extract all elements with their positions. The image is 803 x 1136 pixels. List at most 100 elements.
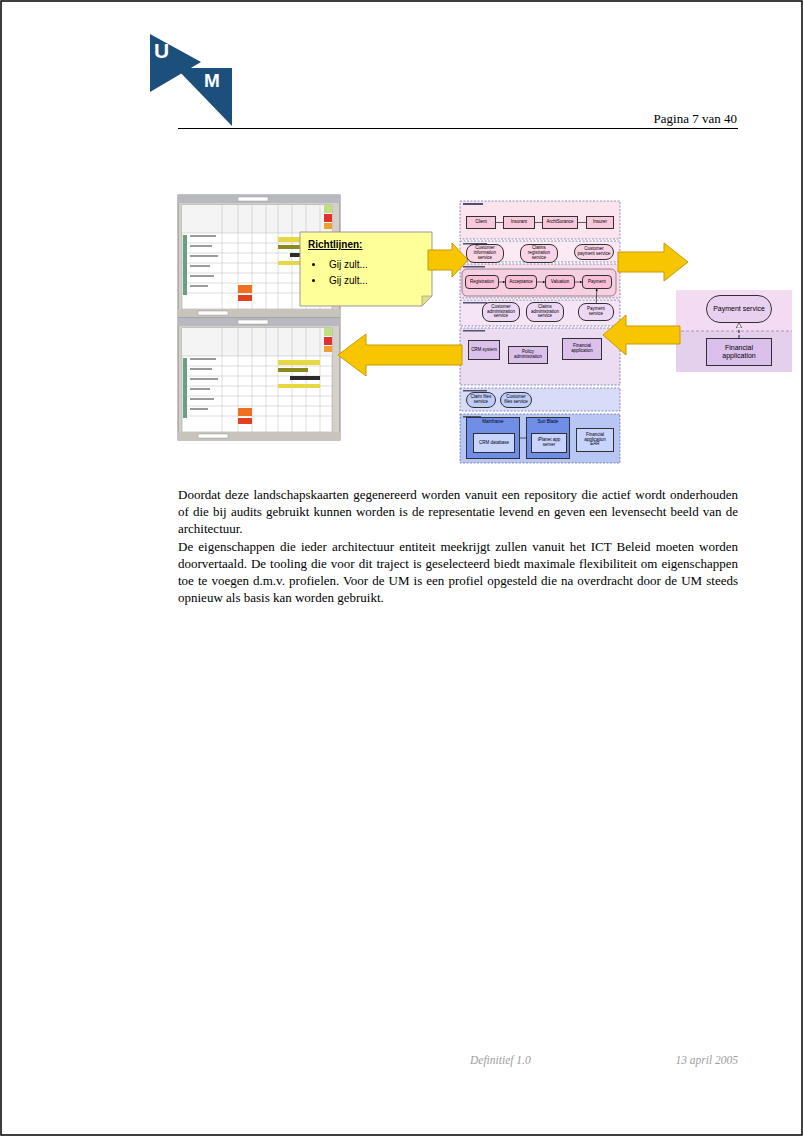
node-label: Customer files service	[503, 395, 529, 405]
block-arrows	[338, 243, 688, 376]
rounded-box: Customer information service	[466, 244, 504, 263]
bullet-text: Gij zult...	[329, 274, 368, 287]
node-label: Claims registration service	[523, 246, 555, 261]
shape	[428, 243, 468, 277]
element-box: Policy administration	[508, 346, 548, 364]
layers	[460, 201, 620, 463]
node-label: Financial application EAR	[579, 433, 611, 448]
process-frame	[462, 269, 616, 296]
shape	[618, 243, 688, 281]
shape	[463, 266, 485, 268]
node-label: Valuation	[551, 280, 569, 285]
label: U	[154, 38, 176, 63]
element-box: CRM database	[473, 433, 515, 453]
rounded-box: Claim files service	[466, 392, 496, 408]
rounded-box: Claims administration service	[526, 302, 564, 322]
node-label: Insurant	[511, 220, 527, 225]
note: Richtlijnen: Gij zult... Gij zult...	[300, 232, 422, 302]
note-paper	[300, 232, 432, 306]
note-heading: Richtlijnen:	[308, 238, 362, 251]
shape	[460, 201, 620, 239]
rounded-box: Valuation	[545, 275, 575, 289]
node-label: Payment service	[581, 307, 611, 317]
node-label: Customer administration service	[485, 305, 517, 320]
node-label: Registration	[470, 280, 494, 285]
element-box: Insurer	[586, 216, 614, 229]
element-box: iPlanet app server	[531, 433, 567, 453]
rounded-box: Customer administration service	[482, 302, 520, 322]
node-label: Payment service	[713, 305, 765, 313]
shape	[338, 334, 462, 376]
node-label: Mainframe	[482, 420, 503, 425]
rounded-box: Customer payment service	[574, 244, 614, 260]
shape	[463, 302, 487, 304]
screenshot	[178, 318, 340, 440]
connector	[575, 282, 582, 283]
header-rule	[178, 128, 738, 129]
node-label: Claim files service	[469, 395, 493, 405]
rounded-box: Payment	[582, 275, 612, 289]
panel-divider	[676, 331, 792, 332]
bullet-row: Gij zult...	[308, 274, 368, 287]
element-box: Insurant	[503, 216, 535, 229]
node-label: Financial application	[709, 344, 769, 359]
element-box: Financial application EAR	[576, 428, 614, 452]
shape	[460, 328, 620, 385]
label: Definitief 1.0	[470, 1054, 590, 1068]
element-box: ArchiSurance	[542, 216, 578, 229]
bullet	[312, 263, 315, 266]
shape	[460, 300, 620, 326]
body-paragraph: De eigenschappen die ieder architectuur …	[178, 538, 738, 606]
node-label: Client	[475, 220, 487, 225]
rounded-box: Payment service	[706, 295, 772, 323]
node-label: Policy administration	[511, 350, 545, 360]
rounded-box: Registration	[465, 275, 499, 289]
bullet-row: Gij zult...	[308, 258, 368, 271]
connector	[596, 289, 597, 303]
node-label: Claims administration service	[529, 305, 561, 320]
node-label: Acceptance	[509, 280, 533, 285]
shape	[463, 330, 485, 332]
connector	[537, 282, 545, 283]
node-label: ArchiSurance	[546, 220, 573, 225]
node-label: iPlanet app server	[534, 438, 564, 448]
node-label: CRM database	[479, 441, 509, 446]
connector	[739, 323, 740, 338]
node-label: CRM system	[471, 348, 497, 353]
note-fold	[422, 296, 432, 306]
connector	[496, 222, 503, 223]
node-label: Customer payment service	[577, 247, 611, 257]
shape	[603, 315, 680, 355]
shape	[460, 388, 620, 411]
label: Pagina 7 van 40	[537, 111, 737, 127]
logo-shape	[176, 68, 232, 126]
node-label: Insurer	[593, 220, 607, 225]
bullet	[312, 279, 315, 282]
rounded-box: Customer files service	[500, 392, 532, 408]
shape	[460, 414, 620, 463]
node-label: Payment	[588, 280, 606, 285]
element-box: MainframeCRM database	[466, 417, 520, 459]
rounded-box: Claims registration service	[520, 244, 558, 263]
shape	[463, 203, 483, 205]
connector	[535, 222, 542, 223]
node-label: Sun Blade	[538, 420, 559, 425]
body-paragraph: Doordat deze landschapskaarten gegeneree…	[178, 486, 738, 537]
node-label: Customer information service	[469, 246, 501, 261]
element-box: Financial application	[706, 338, 772, 366]
connector	[578, 222, 586, 223]
element-box: Client	[466, 216, 496, 229]
node-label: Financial application	[565, 344, 599, 354]
shape	[460, 241, 620, 262]
element-box: Sun Blade iPlanet app server	[526, 417, 570, 459]
panel	[676, 290, 792, 331]
rounded-box: Payment service	[578, 303, 614, 321]
label: 13 april 2005	[640, 1054, 738, 1068]
rounded-box: Acceptance	[505, 275, 537, 289]
label: M	[204, 70, 230, 93]
element-box: CRM system	[468, 340, 500, 360]
bullet-text: Gij zult...	[329, 258, 368, 271]
element-box: Financial application	[562, 338, 602, 360]
